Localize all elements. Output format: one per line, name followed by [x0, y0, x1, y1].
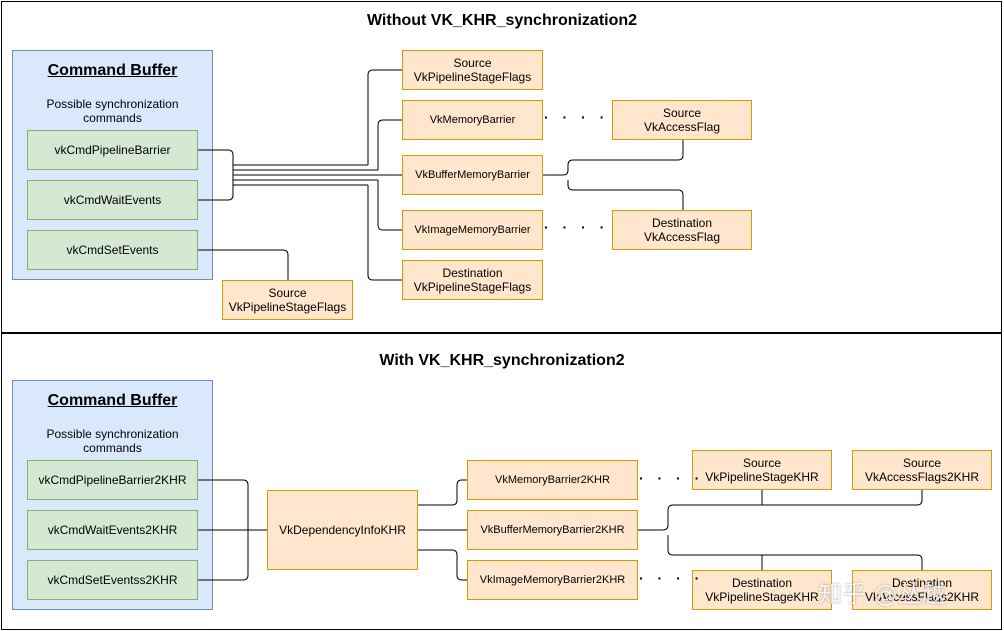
buffer-memory-barrier-2khr-box: VkBufferMemoryBarrier2KHR — [467, 510, 638, 550]
source-access-line2: VkAccessFlag — [643, 120, 721, 134]
cmd-pipeline-barrier: vkCmdPipelineBarrier — [27, 130, 198, 170]
command-buffer-subtitle-line1: Possible synchronization — [46, 97, 179, 111]
set-events-source-line1: Source — [268, 286, 307, 300]
dest-access-2khr-line2: VkAccessFlags2KHR — [864, 590, 980, 604]
connector-buffer-to-dest-access — [567, 180, 684, 210]
command-buffer-subtitle-line2-2: commands — [83, 441, 142, 455]
buffer-memory-barrier-label: VkBufferMemoryBarrier — [415, 169, 530, 181]
dest-access-line1: Destination — [651, 216, 713, 230]
source-access-flags-2khr: Source VkAccessFlags2KHR — [852, 450, 992, 490]
source-stage-line1: Source — [453, 56, 492, 70]
image-memory-barrier-label: VkImageMemoryBarrier — [414, 224, 531, 236]
source-pipeline-stage-flags: Source VkPipelineStageFlags — [402, 50, 543, 90]
memory-barrier-2khr-label: VkMemoryBarrier2KHR — [495, 474, 610, 486]
destination-access-flags-2khr: Destination VkAccessFlags2KHR — [852, 570, 992, 610]
dest-stage-khr-line1: Destination — [731, 576, 793, 590]
command-buffer-title-2: Command Buffer — [47, 392, 178, 409]
dest-stage-khr-line2: VkPipelineStageKHR — [705, 590, 819, 604]
source-access-line1: Source — [662, 106, 702, 120]
source-stage-khr-line1: Source — [742, 456, 782, 470]
source-stage-line2: VkPipelineStageFlags — [413, 70, 532, 84]
connector-set-events-2khr — [198, 530, 249, 581]
cmd-set-events-2khr: vkCmdSetEventss2KHR — [27, 560, 198, 600]
connector-dep-to-image — [418, 549, 467, 581]
connector-buffer2-branch — [638, 490, 923, 531]
cmd-set-events: vkCmdSetEvents — [27, 230, 198, 270]
dependency-info-khr: VkDependencyInfoKHR — [267, 490, 418, 570]
source-access-2khr-line2: VkAccessFlags2KHR — [864, 470, 980, 484]
cmd-pipeline-barrier-2khr: vkCmdPipelineBarrier2KHR — [27, 460, 198, 500]
memory-barrier-2khr-box: VkMemoryBarrier2KHR — [467, 460, 638, 500]
set-events-source-line2: VkPipelineStageFlags — [228, 300, 347, 314]
connector-bus — [233, 164, 402, 186]
buffer-memory-barrier-2khr-label: VkBufferMemoryBarrier2KHR — [480, 524, 625, 536]
watermark: 知乎 @丛越 — [818, 580, 946, 608]
dest-access-line2: VkAccessFlag — [643, 230, 721, 244]
ellipsis-memory-barrier: · · · · — [544, 109, 610, 125]
title-with-sync2: With VK_KHR_synchronization2 — [379, 352, 625, 369]
connector-buffer2-branch-down — [667, 535, 923, 570]
source-access-2khr-line1: Source — [902, 456, 942, 470]
connector-to-dest-stage — [367, 185, 402, 281]
connector-wait-events — [198, 175, 234, 201]
dest-stage-line2: VkPipelineStageFlags — [413, 280, 532, 294]
dependency-info-label: VkDependencyInfoKHR — [279, 523, 406, 537]
command-buffer-title: Command Buffer — [47, 62, 178, 79]
image-memory-barrier-box: VkImageMemoryBarrier — [402, 210, 543, 250]
set-events-source-stage-flags: Source VkPipelineStageFlags — [222, 280, 353, 320]
title-without-sync2: Without VK_KHR_synchronization2 — [366, 12, 638, 29]
destination-pipeline-stage-khr: Destination VkPipelineStageKHR — [692, 570, 832, 610]
dest-stage-line1: Destination — [442, 266, 503, 280]
source-pipeline-stage-khr: Source VkPipelineStageKHR — [692, 450, 832, 490]
source-access-flag: Source VkAccessFlag — [612, 100, 752, 140]
connector-buffer-to-access — [543, 140, 684, 176]
memory-barrier-label: VkMemoryBarrier — [429, 114, 516, 126]
destination-access-flag: Destination VkAccessFlag — [612, 210, 752, 250]
buffer-memory-barrier-box: VkBufferMemoryBarrier — [402, 155, 543, 195]
cmd-wait-events-2khr: vkCmdWaitEvents2KHR — [27, 510, 198, 550]
ellipsis-image-barrier: · · · · — [544, 219, 610, 235]
connector-pipeline-barrier-2khr — [198, 479, 267, 531]
image-memory-barrier-2khr-label: VkImageMemoryBarrier2KHR — [479, 574, 626, 586]
source-stage-khr-line2: VkPipelineStageKHR — [705, 470, 819, 484]
command-buffer-subtitle-line2: commands — [83, 111, 142, 125]
dest-access-2khr-line1: Destination — [891, 576, 953, 590]
command-buffer-subtitle-line1-2: Possible synchronization — [46, 427, 179, 441]
memory-barrier-box: VkMemoryBarrier — [402, 100, 543, 140]
cmd-wait-events: vkCmdWaitEvents — [27, 180, 198, 220]
ellipsis-memory-barrier-2khr: · · · · — [639, 470, 705, 486]
ellipsis-image-barrier-2khr: · · · · — [639, 570, 705, 586]
connector-to-memory-barrier — [377, 119, 402, 170]
connector-pipeline-barrier — [198, 149, 234, 175]
connector-to-source-stage — [367, 69, 402, 165]
connector-dep-to-memory — [418, 479, 467, 506]
connector-set-events — [198, 249, 289, 280]
image-memory-barrier-2khr-box: VkImageMemoryBarrier2KHR — [467, 560, 638, 600]
destination-pipeline-stage-flags: Destination VkPipelineStageFlags — [402, 260, 543, 300]
connector-to-image-barrier — [377, 180, 402, 231]
